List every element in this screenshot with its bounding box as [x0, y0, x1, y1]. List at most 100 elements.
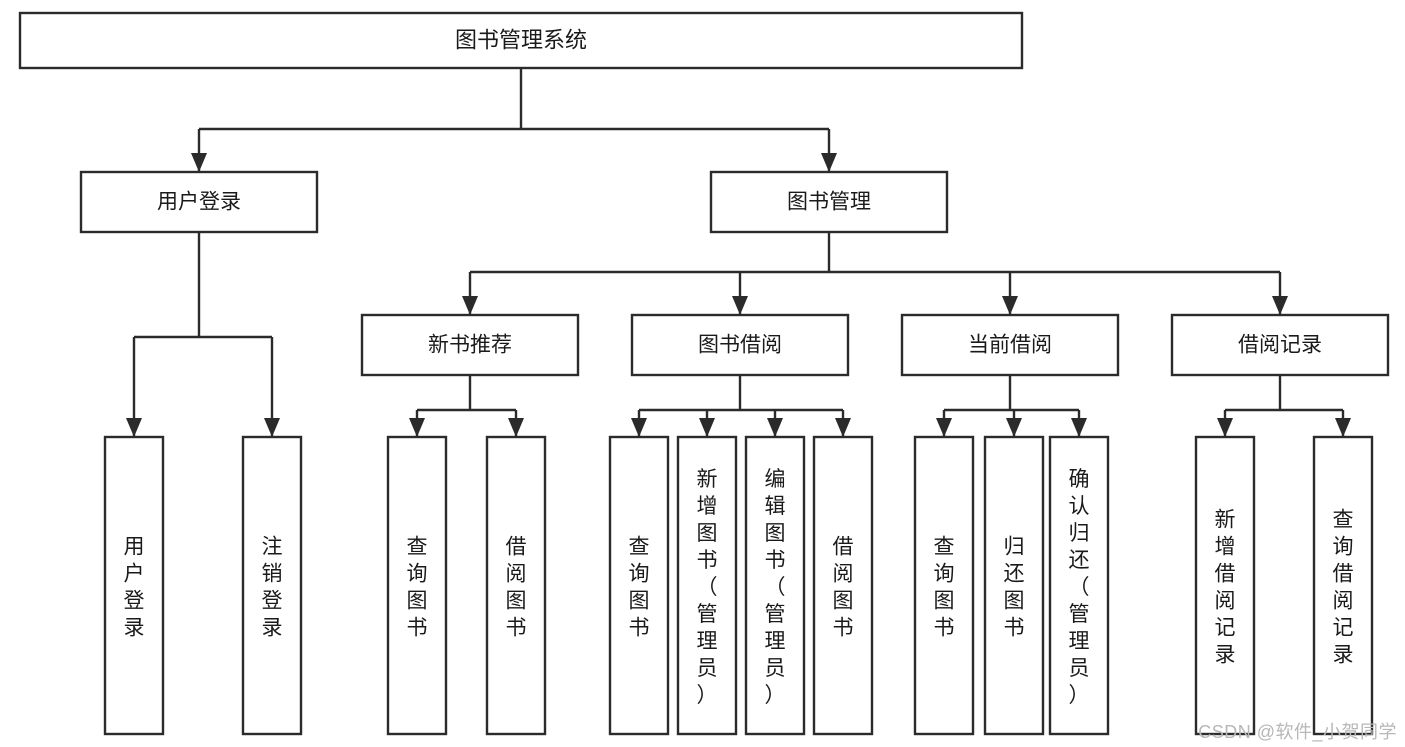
node-new-book-rec-box[interactable] [360, 313, 580, 377]
svg-text:询: 询 [407, 563, 428, 586]
node-current-borrow-box[interactable] [900, 313, 1120, 377]
leaf-leaf-add-record-box[interactable] [1194, 435, 1256, 736]
svg-text:查: 查 [934, 536, 955, 559]
l3-borrow-record-arrow-0 [1217, 418, 1233, 437]
l2-book-manage-arrow-1 [732, 296, 748, 315]
svg-text:书: 书 [629, 617, 650, 640]
svg-text:员: 员 [697, 657, 718, 680]
l3-new-book-rec-arrow-0 [409, 418, 425, 437]
svg-text:归: 归 [1004, 536, 1025, 559]
svg-text:书: 书 [697, 549, 718, 572]
svg-text:阅: 阅 [506, 563, 527, 586]
svg-text:图: 图 [629, 590, 650, 613]
l2-book-manage-arrow-0 [462, 296, 478, 315]
node-user-login-box[interactable] [79, 170, 319, 234]
leaf-leaf-borrow-book-2-box[interactable] [812, 435, 874, 736]
svg-text:阅: 阅 [833, 563, 854, 586]
svg-text:还: 还 [1004, 563, 1025, 586]
leaf-leaf-user-login-label: 用户登录 [124, 536, 145, 640]
svg-text:增: 增 [1215, 536, 1236, 559]
l3-book-borrow-arrow-3 [835, 418, 851, 437]
node-user-login-label: 用户登录 [157, 191, 241, 214]
node-book-borrow-box[interactable] [630, 313, 850, 377]
svg-text:编: 编 [765, 468, 786, 491]
leaf-leaf-query-record-box[interactable] [1312, 435, 1374, 736]
svg-text:户: 户 [124, 563, 145, 586]
svg-text:管: 管 [1069, 603, 1090, 626]
leaf-leaf-confirm-return-box[interactable] [1048, 435, 1110, 736]
leaf-leaf-edit-book-box[interactable] [744, 435, 806, 736]
l2-book-manage-arrow-2 [1002, 296, 1018, 315]
svg-text:（: （ [697, 576, 718, 599]
svg-text:（: （ [1069, 576, 1090, 599]
leaf-leaf-user-logout-box[interactable] [241, 435, 303, 736]
svg-text:录: 录 [1333, 644, 1354, 667]
root-arrow-0 [191, 153, 207, 172]
svg-text:书: 书 [765, 549, 786, 572]
svg-text:借: 借 [1333, 563, 1354, 586]
svg-text:阅: 阅 [1215, 590, 1236, 613]
svg-text:理: 理 [1069, 630, 1090, 653]
node-root-label: 图书管理系统 [455, 27, 587, 52]
svg-text:理: 理 [765, 630, 786, 653]
leaf-leaf-borrow-book-1-box[interactable] [485, 435, 547, 736]
csdn-watermark: CSDN @软件_小贺同学 [1198, 722, 1397, 742]
node-borrow-record-box[interactable] [1170, 313, 1390, 377]
svg-text:记: 记 [1215, 617, 1236, 640]
leaf-leaf-add-book-box[interactable] [676, 435, 738, 736]
node-borrow-record-label: 借阅记录 [1238, 334, 1322, 357]
svg-text:管: 管 [697, 603, 718, 626]
l3-book-borrow-arrow-2 [767, 418, 783, 437]
l2-user-login-arrow-1 [264, 418, 280, 437]
node-boxes-layer: 图书管理系统用户登录用户登录注销登录图书管理新书推荐查询图书借阅图书图书借阅查询… [18, 11, 1390, 736]
svg-text:登: 登 [262, 590, 283, 613]
svg-text:书: 书 [934, 617, 955, 640]
l3-book-borrow-arrow-0 [631, 418, 647, 437]
svg-text:认: 认 [1069, 495, 1090, 518]
svg-text:图: 图 [697, 522, 718, 545]
l3-book-borrow-arrow-1 [699, 418, 715, 437]
leaf-leaf-query-book-1-box[interactable] [386, 435, 448, 736]
svg-text:用: 用 [124, 536, 145, 559]
svg-text:书: 书 [1004, 617, 1025, 640]
svg-text:）: ） [765, 684, 786, 707]
l3-borrow-record-arrow-1 [1335, 418, 1351, 437]
svg-text:借: 借 [1215, 563, 1236, 586]
node-book-manage-box[interactable] [709, 170, 949, 234]
svg-text:员: 员 [765, 657, 786, 680]
leaf-leaf-query-book-3-box[interactable] [913, 435, 975, 736]
leaf-leaf-user-login-box[interactable] [103, 435, 165, 736]
node-book-manage-label: 图书管理 [787, 191, 871, 214]
node-new-book-rec-label: 新书推荐 [428, 334, 512, 357]
svg-text:书: 书 [833, 617, 854, 640]
svg-text:查: 查 [407, 536, 428, 559]
svg-text:书: 书 [506, 617, 527, 640]
leaf-leaf-query-book-2-box[interactable] [608, 435, 670, 736]
svg-text:还: 还 [1069, 549, 1090, 572]
svg-text:增: 增 [697, 495, 718, 518]
node-book-borrow-label: 图书借阅 [698, 334, 782, 357]
node-root-box[interactable] [18, 11, 1024, 70]
svg-text:管: 管 [765, 603, 786, 626]
svg-text:图: 图 [407, 590, 428, 613]
svg-text:查: 查 [1333, 509, 1354, 532]
svg-text:新: 新 [697, 468, 718, 491]
svg-text:阅: 阅 [1333, 590, 1354, 613]
leaf-leaf-return-book-box[interactable] [983, 435, 1045, 736]
svg-text:记: 记 [1333, 617, 1354, 640]
svg-text:新: 新 [1215, 509, 1236, 532]
svg-text:销: 销 [262, 563, 283, 586]
